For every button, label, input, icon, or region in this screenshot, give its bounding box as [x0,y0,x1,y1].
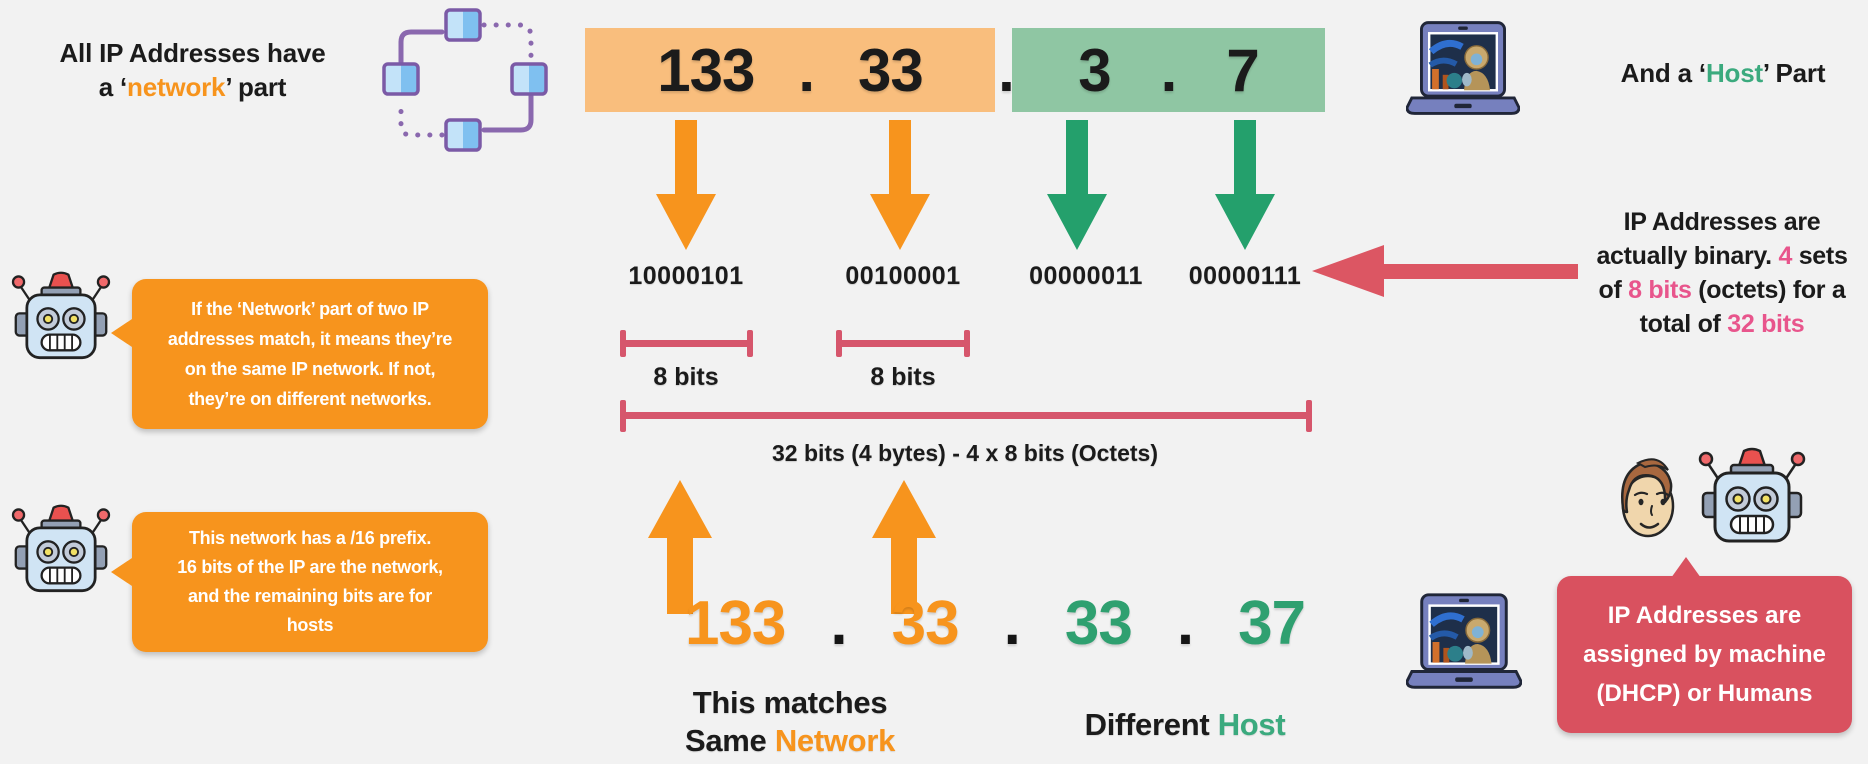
octet-value: 133 [684,588,786,658]
bubble-tail [111,556,135,588]
up-arrow-icon [872,480,936,614]
up-arrow-icon [648,480,712,614]
down-arrow-icon [1215,120,1275,250]
bubble-tail [1671,557,1701,578]
ip-dot: . [998,36,1015,104]
robot-icon [11,504,111,593]
caption-line: a ‘network’ part [98,72,287,102]
same-network-caption: This matches Same Network [684,685,896,758]
ip-dot: . [1003,588,1021,658]
eight-bits-label: 8 bits [653,363,719,391]
down-arrow-icon [1047,120,1107,250]
thirty-two-bits-label: 32 bits (4 bytes) - 4 x 8 bits (Octets) [771,440,1158,466]
ip-dot: . [1160,36,1178,104]
host-octets-box: 3 . 7 [1012,28,1325,112]
octet-value: 33 [858,36,924,104]
octet-value: 3 [1078,36,1111,104]
different-host-caption: Different Host [1084,707,1286,742]
bubble-tail [111,317,135,349]
octet-value: 33 [1064,588,1133,658]
binary-octet: 00000011 [1029,262,1143,290]
person-icon [1621,458,1675,538]
thirty-two-bit-ruler [620,400,1312,432]
ip-dot: . [798,36,815,104]
ip-dot-separator: . [988,28,1024,112]
host-part-caption: And a ‘Host’ Part [1620,58,1826,88]
prefix-bubble: This network has a /16 prefix. 16 bits o… [111,512,488,652]
dhcp-bubble: IP Addresses are assigned by machine (DH… [1557,557,1852,733]
binary-octet: 10000101 [628,262,744,290]
network-highlight: Network [774,723,896,758]
caption-line: All IP Addresses have [59,38,326,68]
eight-bit-ruler [836,330,970,357]
ip-dot: . [830,588,847,658]
binary-note: IP Addresses are actually binary. 4 sets… [1596,208,1848,338]
left-arrow-icon [1312,245,1578,297]
octet-value: 33 [891,588,960,658]
robot-icon [11,271,111,360]
network-highlight: network [127,72,226,102]
down-arrow-icon [656,120,716,250]
robot-icon [1698,447,1806,543]
binary-octet: 00000111 [1188,262,1302,290]
network-icon [382,8,548,152]
ip-dot: . [1176,588,1194,658]
laptop-icon [1406,593,1522,689]
network-octets-box: 133 . 33 [585,28,995,112]
network-match-bubble: If the ‘Network’ part of two IP addresse… [111,279,488,429]
octet-value: 7 [1226,36,1259,104]
down-arrow-icon [870,120,930,250]
eight-bits-label: 8 bits [870,363,936,391]
octet-value: 37 [1238,588,1306,658]
binary-octet: 00100001 [845,262,961,290]
host-highlight: Host [1705,58,1763,88]
network-part-caption: All IP Addresses have a ‘network’ part [20,36,365,104]
host-highlight: Host [1217,707,1286,742]
laptop-icon [1406,21,1520,115]
second-ip-address: 133 . 33 . 33 . 37 [610,586,1380,660]
octet-value: 133 [657,36,755,104]
eight-bit-ruler [620,330,753,357]
